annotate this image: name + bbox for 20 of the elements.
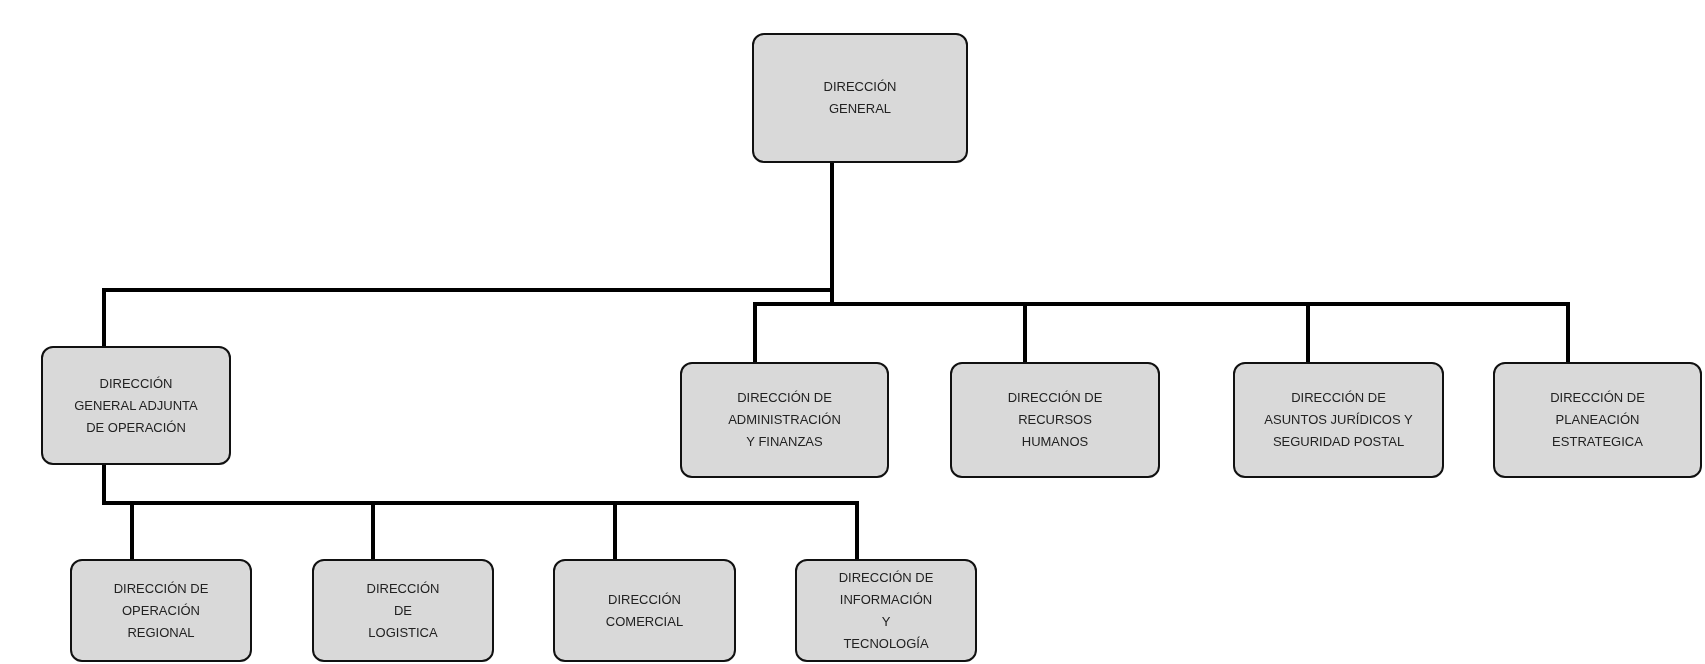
unit-name: DIRECCIÓN DE PLANEACIÓN ESTRATEGICA xyxy=(1549,389,1646,451)
unit-name: DIRECCIÓN DE INFORMACIÓN Y TECNOLOGÍA xyxy=(838,568,934,653)
unit-name: DIRECCIÓN DE ADMINISTRACIÓN Y FINANZAS xyxy=(727,389,842,451)
unit-name: DIRECCIÓN DE RECURSOS HUMANOS xyxy=(1006,389,1104,451)
org-unit-box xyxy=(41,346,231,465)
unit-name: DIRECCIÓN COMERCIAL xyxy=(604,590,685,631)
org-unit-box xyxy=(70,559,252,662)
unit-name: DIRECCIÓN DE OPERACIÓN REGIONAL xyxy=(112,579,210,642)
org-unit-box xyxy=(312,559,494,662)
org-unit-box xyxy=(680,362,889,478)
org-unit-box xyxy=(553,559,736,662)
org-unit-box xyxy=(795,559,977,662)
org-unit-box xyxy=(1233,362,1444,478)
unit-name: DIRECCIÓN DE LOGISTICA xyxy=(365,579,441,642)
unit-name: DIRECCIÓN GENERAL ADJUNTA DE OPERACIÓN xyxy=(73,374,199,437)
unit-name: DIRECCIÓN DE ASUNTOS JURÍDICOS Y SEGURIDAD POSTAL xyxy=(1263,389,1414,451)
unit-name: DIRECCIÓN GENERAL xyxy=(822,78,898,118)
org-unit-box xyxy=(1493,362,1702,478)
org-unit-box xyxy=(752,33,968,163)
org-unit-box xyxy=(950,362,1160,478)
